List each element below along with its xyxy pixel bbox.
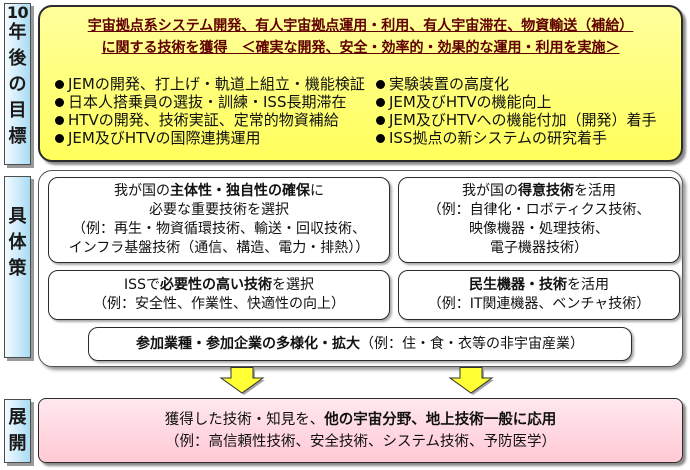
box-line: 必要な重要技術を選択 — [149, 202, 289, 218]
box-line: 電子機器技術） — [490, 240, 588, 256]
box-line: 参加業種・参加企業の多様化・拡大（例：住・食・衣等の非宇宙産業） — [136, 335, 584, 354]
goal-bullet-item: JEM及びHTVの機能向上 — [376, 93, 657, 111]
box-emphasis: 参加業種・参加企業の多様化・拡大 — [136, 335, 360, 352]
bullet-icon — [55, 133, 64, 143]
goal-bullet-text: JEM及びHTVの国際連携運用 — [68, 129, 261, 147]
diversification-box: 参加業種・参加企業の多様化・拡大（例：住・食・衣等の非宇宙産業） — [88, 327, 632, 361]
deploy-label-text: 展開 — [8, 407, 27, 454]
box-text: 我が国の — [462, 183, 518, 199]
box-line: 民生機器・技術を活用 — [469, 276, 609, 295]
goal-bullet-item: HTVの開発、技術実証、定常的物資補給 — [55, 111, 365, 129]
box-line: （例：IT関連機器、ベンチャ技術） — [427, 296, 651, 312]
measures-label-text: 具体策 — [8, 206, 27, 279]
box-text: を活用 — [574, 183, 616, 199]
measures-section-label: 具体策 — [4, 176, 31, 358]
deploy-section-label: 展開 — [4, 399, 31, 463]
box-line: 我が国の得意技術を活用 — [462, 182, 616, 201]
goal-bullet-item: JEM及びHTVの国際連携運用 — [55, 129, 365, 147]
goal-bullet-item: 実験装置の高度化 — [376, 75, 657, 93]
box-line: ISSで必要性の高い技術を選択 — [124, 276, 314, 295]
down-arrow-icon — [448, 367, 494, 395]
iss-technology-box: ISSで必要性の高い技術を選択 （例：安全性、作業性、快適性の向上） — [48, 270, 390, 320]
box-emphasis: 民生機器・技術 — [469, 277, 567, 293]
goal-label-text: 年後の目標 — [8, 22, 27, 147]
goal-bullet-text: 実験装置の高度化 — [389, 75, 510, 93]
box-text: に — [310, 183, 324, 199]
box-line: 我が国の主体性・独自性の確保に — [114, 182, 324, 201]
box-emphasis: 必要性の高い技術 — [159, 277, 272, 293]
goal-bullet-text: JEMの開発、打上げ・軌道上組立・機能検証 — [68, 75, 365, 93]
box-text: ISSで — [124, 277, 160, 293]
box-text: を活用 — [567, 277, 609, 293]
box-text: （例：住・食・衣等の非宇宙産業） — [360, 335, 584, 352]
goal-bullet-item: JEM及びHTVへの機能付加（開発）着手 — [376, 111, 657, 129]
strength-technology-box: 我が国の得意技術を活用 （例：自律化・ロボティクス技術、 映像機器・処理技術、 … — [398, 177, 680, 263]
goal-box: 宇宙拠点系システム開発、有人宇宙拠点運用・利用、有人宇宙滞在、物資輸送（補給） … — [38, 5, 683, 162]
civil-technology-box: 民生機器・技術を活用 （例：IT関連機器、ベンチャ技術） — [398, 270, 680, 320]
goal-section-label: 10 年後の目標 — [4, 3, 31, 165]
bullet-icon — [55, 97, 64, 107]
core-technology-box: 我が国の主体性・独自性の確保に 必要な重要技術を選択 （例：再生・物資循環技術、… — [48, 177, 390, 263]
goal-bullet-item: 日本人搭乗員の選抜・訓練・ISS長期滞在 — [55, 93, 365, 111]
box-line: （例：再生・物資循環技術、輸送・回収技術、 — [72, 221, 366, 237]
bullet-icon — [55, 115, 64, 125]
deploy-box: 獲得した技術・知見を、他の宇宙分野、地上技術一般に応用 （例：高信頼性技術、安全… — [38, 398, 683, 463]
box-line: インフラ基盤技術（通信、構造、電力・排熱）） — [68, 240, 370, 256]
down-arrow-icon — [219, 367, 265, 395]
box-line: （例：安全性、作業性、快適性の向上） — [93, 296, 345, 312]
goal-bullet-text: ISS拠点の新システムの研究着手 — [389, 129, 608, 147]
goal-label-years: 10 — [6, 3, 29, 22]
box-line: 映像機器・処理技術、 — [469, 221, 609, 237]
box-emphasis: 得意技術 — [518, 183, 574, 199]
deploy-line2: （例：高信頼性技術、安全技術、システム技術、予防医学） — [164, 433, 557, 450]
goal-bullet-text: JEM及びHTVへの機能付加（開発）着手 — [389, 111, 657, 129]
deploy-line1: 獲得した技術・知見を、他の宇宙分野、地上技術一般に応用 — [165, 409, 557, 431]
bullet-icon — [376, 97, 385, 107]
bullet-icon — [376, 79, 385, 89]
bullet-icon — [376, 133, 385, 143]
box-text: を選択 — [271, 277, 314, 293]
goal-bullets-right: 実験装置の高度化 JEM及びHTVの機能向上 JEM及びHTVへの機能付加（開発… — [376, 75, 657, 147]
goal-bullet-item: JEMの開発、打上げ・軌道上組立・機能検証 — [55, 75, 365, 93]
box-line: （例：自律化・ロボティクス技術、 — [427, 202, 651, 218]
box-emphasis: 主体性・独自性の確保 — [170, 183, 310, 199]
deploy-text: 獲得した技術・知見を、 — [164, 411, 325, 428]
goal-bullets-left: JEMの開発、打上げ・軌道上組立・機能検証 日本人搭乗員の選抜・訓練・ISS長期… — [55, 75, 365, 147]
goal-bullet-item: ISS拠点の新システムの研究着手 — [376, 129, 657, 147]
box-text: 我が国の — [114, 183, 170, 199]
bullet-icon — [55, 79, 64, 89]
goal-heading-line2: に関する技術を獲得 ＜確実な開発、安全・効率的・効果的な運用・利用を実施＞ — [101, 40, 620, 56]
deploy-emphasis: 他の宇宙分野、地上技術一般に応用 — [324, 411, 557, 428]
goal-bullet-text: JEM及びHTVの機能向上 — [389, 93, 552, 111]
goal-bullet-text: 日本人搭乗員の選抜・訓練・ISS長期滞在 — [68, 93, 347, 111]
goal-heading-line1: 宇宙拠点系システム開発、有人宇宙拠点運用・利用、有人宇宙滞在、物資輸送（補給） — [87, 18, 634, 34]
goal-bullet-text: HTVの開発、技術実証、定常的物資補給 — [68, 111, 339, 129]
bullet-icon — [376, 115, 385, 125]
